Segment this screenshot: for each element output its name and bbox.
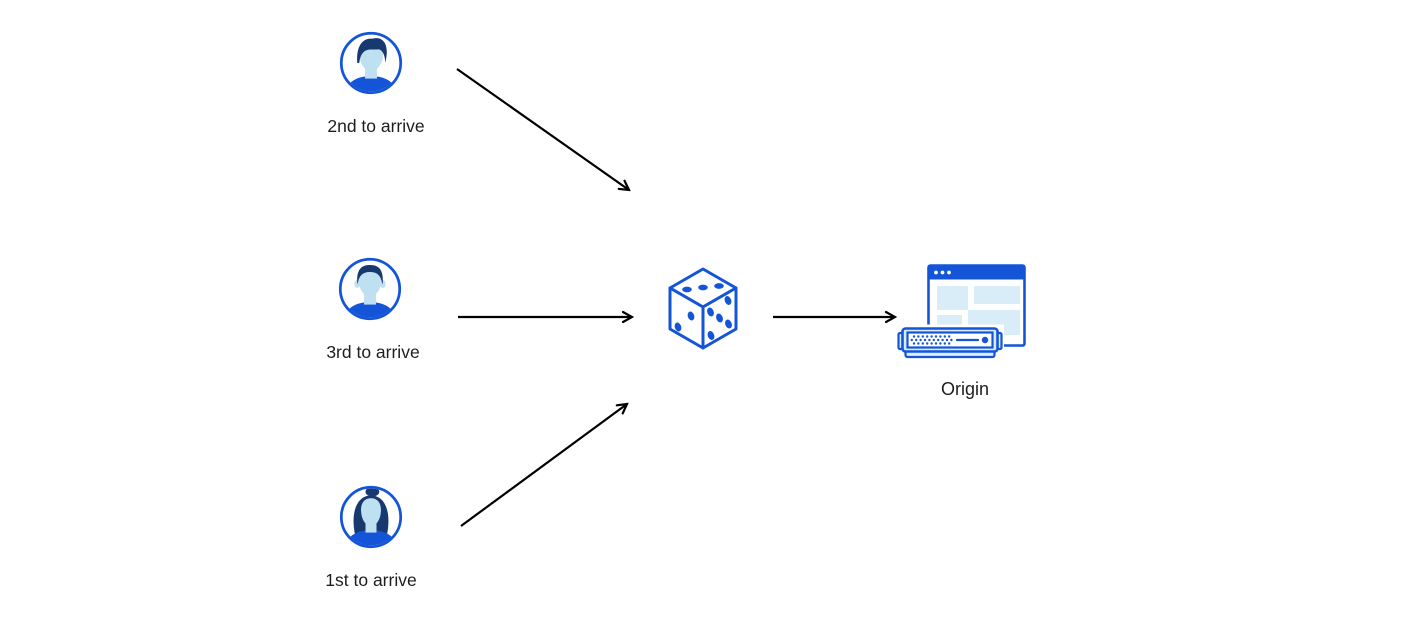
node-visitor-1st: 1st to arrive	[325, 484, 417, 590]
server-icon	[897, 327, 1003, 359]
male-avatar-icon	[338, 257, 402, 321]
node-label: 3rd to arrive	[326, 342, 420, 362]
dice-icon	[668, 267, 738, 350]
node-label: 2nd to arrive	[327, 116, 425, 136]
node-visitor-3rd: 3rd to arrive	[326, 256, 420, 362]
arrow-visitor2-to-dice	[456, 68, 629, 190]
node-random-selector	[665, 266, 741, 352]
node-origin: Origin	[897, 264, 1027, 399]
female-avatar-icon	[339, 485, 403, 549]
origin-server-icon	[897, 264, 1026, 360]
arrow-visitor1-to-dice	[460, 404, 627, 527]
node-label: Origin	[940, 379, 990, 399]
node-visitor-2nd: 2nd to arrive	[327, 30, 425, 136]
male-avatar-icon	[339, 31, 403, 95]
node-label: 1st to arrive	[325, 570, 417, 590]
